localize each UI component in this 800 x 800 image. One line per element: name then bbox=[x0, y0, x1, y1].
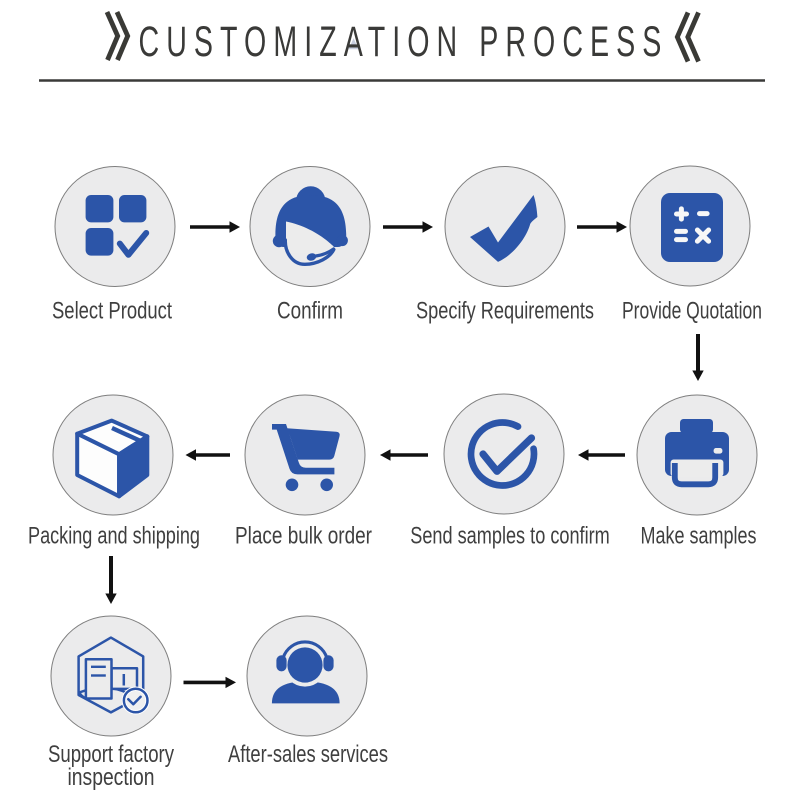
svg-text:Send samples to confirm: Send samples to confirm bbox=[410, 523, 610, 550]
svg-text:Support factory: Support factory bbox=[48, 741, 174, 768]
svg-text:inspection: inspection bbox=[68, 764, 155, 791]
svg-text:CUSTOMIZATION PROCESS: CUSTOMIZATION PROCESS bbox=[139, 17, 669, 65]
svg-text:Specify Requirements: Specify Requirements bbox=[416, 298, 594, 325]
svg-text:Select Product: Select Product bbox=[52, 298, 172, 325]
svg-text:Make samples: Make samples bbox=[641, 523, 757, 550]
svg-text:Confirm: Confirm bbox=[277, 298, 343, 325]
svg-text:Place bulk order: Place bulk order bbox=[235, 523, 372, 550]
svg-text:After-sales services: After-sales services bbox=[228, 741, 388, 768]
svg-text:Packing and shipping: Packing and shipping bbox=[28, 523, 200, 550]
svg-text:Provide Quotation: Provide Quotation bbox=[622, 298, 762, 325]
